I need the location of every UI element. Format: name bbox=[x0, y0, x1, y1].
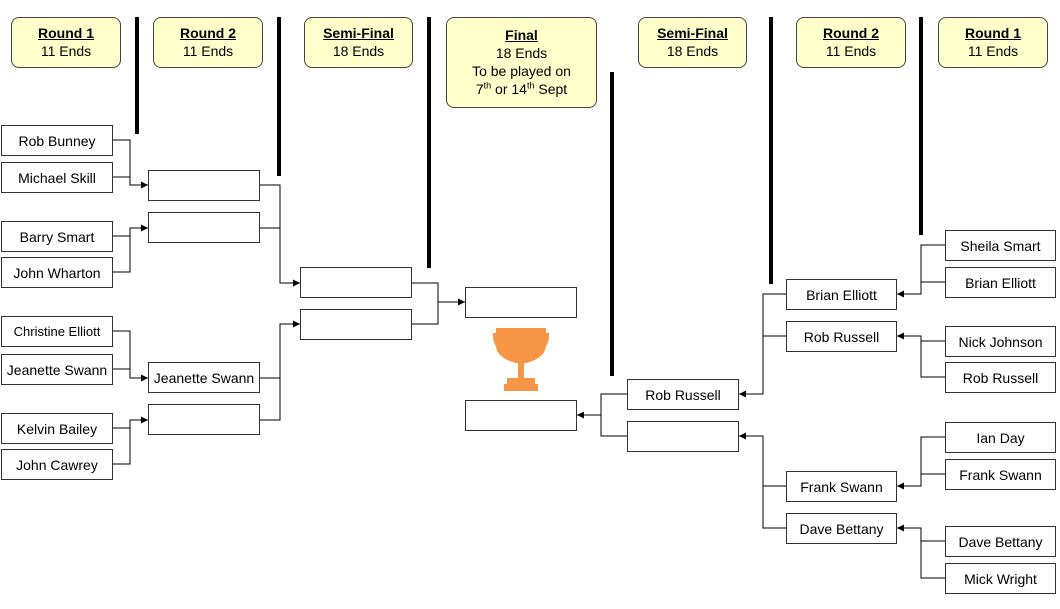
connector-line bbox=[113, 139, 131, 185]
player-box: John Wharton bbox=[1, 257, 113, 288]
header-title: Final bbox=[505, 27, 538, 43]
final-box-right bbox=[465, 400, 577, 431]
connector-line bbox=[897, 332, 945, 342]
header-dates: 7th or 14th Sept bbox=[475, 80, 568, 97]
header-title: Semi-Final bbox=[657, 25, 728, 41]
connector-line bbox=[113, 176, 148, 189]
header-left-round2: Round 2 11 Ends bbox=[153, 17, 263, 68]
player-box: Michael Skill bbox=[1, 162, 113, 193]
player-box: Frank Swann bbox=[786, 471, 897, 502]
player-box bbox=[300, 267, 412, 298]
player-box: Jeanette Swann bbox=[1, 354, 113, 385]
player-box: Ian Day bbox=[945, 422, 1056, 453]
header-title: Semi-Final bbox=[323, 25, 394, 41]
header-right-semi: Semi-Final 18 Ends bbox=[638, 17, 747, 68]
header-left-semi: Semi-Final 18 Ends bbox=[304, 17, 413, 68]
player-box: Rob Bunney bbox=[1, 125, 113, 156]
player-box: Kelvin Bailey bbox=[1, 413, 113, 444]
player-box: Barry Smart bbox=[1, 221, 113, 252]
header-subtitle: 11 Ends bbox=[825, 43, 877, 59]
player-box: Rob Russell bbox=[786, 321, 897, 352]
connector-line bbox=[897, 524, 945, 542]
player-box: Brian Elliott bbox=[786, 279, 897, 310]
connector-line bbox=[897, 244, 945, 298]
header-title: Round 1 bbox=[38, 25, 94, 41]
header-subtitle: 18 Ends bbox=[495, 45, 548, 61]
connector-line bbox=[897, 436, 945, 490]
player-box: Dave Bettany bbox=[786, 513, 897, 544]
connector-line bbox=[260, 184, 300, 287]
header-left-round1: Round 1 11 Ends bbox=[11, 17, 121, 68]
connector-line bbox=[600, 415, 627, 437]
player-box: Frank Swann bbox=[945, 459, 1056, 490]
connector-line bbox=[113, 428, 131, 465]
player-box bbox=[300, 309, 412, 340]
connector-line bbox=[920, 541, 945, 579]
connector-line bbox=[113, 330, 131, 378]
player-box: Dave Bettany bbox=[945, 526, 1056, 557]
header-title: Round 2 bbox=[180, 25, 236, 41]
connector-line bbox=[412, 282, 465, 306]
final-box-left bbox=[465, 287, 577, 318]
player-box bbox=[148, 212, 260, 243]
header-subtitle: 11 Ends bbox=[182, 43, 234, 59]
connector-line bbox=[739, 432, 786, 487]
player-box: Brian Elliott bbox=[945, 267, 1056, 298]
header-final: Final 18 Ends To be played on 7th or 14t… bbox=[446, 17, 597, 108]
player-box bbox=[627, 421, 739, 452]
player-box bbox=[148, 404, 260, 435]
player-box: Christine Elliott bbox=[1, 316, 113, 347]
header-subtitle: 18 Ends bbox=[666, 43, 719, 59]
player-box: Sheila Smart bbox=[945, 230, 1056, 261]
player-box: Rob Russell bbox=[627, 379, 739, 410]
connector-line bbox=[920, 341, 945, 378]
player-box: Mick Wright bbox=[945, 563, 1056, 594]
connector-line bbox=[762, 486, 786, 529]
header-subtitle: 11 Ends bbox=[40, 43, 92, 59]
header-title: Round 1 bbox=[965, 25, 1021, 41]
header-right-round1: Round 1 11 Ends bbox=[938, 17, 1048, 68]
connector-line bbox=[412, 302, 439, 325]
connector-line bbox=[113, 224, 148, 237]
header-subtitle: 11 Ends bbox=[967, 43, 1019, 59]
header-subtitle: 18 Ends bbox=[332, 43, 385, 59]
header-title: Round 2 bbox=[823, 25, 879, 41]
player-box: John Cawrey bbox=[1, 449, 113, 480]
connector-line bbox=[260, 378, 281, 421]
connector-line bbox=[113, 236, 131, 273]
player-box: Jeanette Swann bbox=[148, 362, 260, 393]
header-right-round2: Round 2 11 Ends bbox=[796, 17, 906, 68]
player-box: Nick Johnson bbox=[945, 326, 1056, 357]
connector-line bbox=[113, 416, 148, 429]
connector-line bbox=[113, 368, 148, 382]
player-box bbox=[148, 170, 260, 201]
connector-line bbox=[260, 320, 300, 379]
header-note: To be played on bbox=[472, 63, 571, 79]
player-box: Rob Russell bbox=[945, 362, 1056, 393]
connector-line bbox=[577, 393, 627, 419]
trophy-icon bbox=[492, 328, 550, 391]
connector-line bbox=[739, 293, 786, 398]
